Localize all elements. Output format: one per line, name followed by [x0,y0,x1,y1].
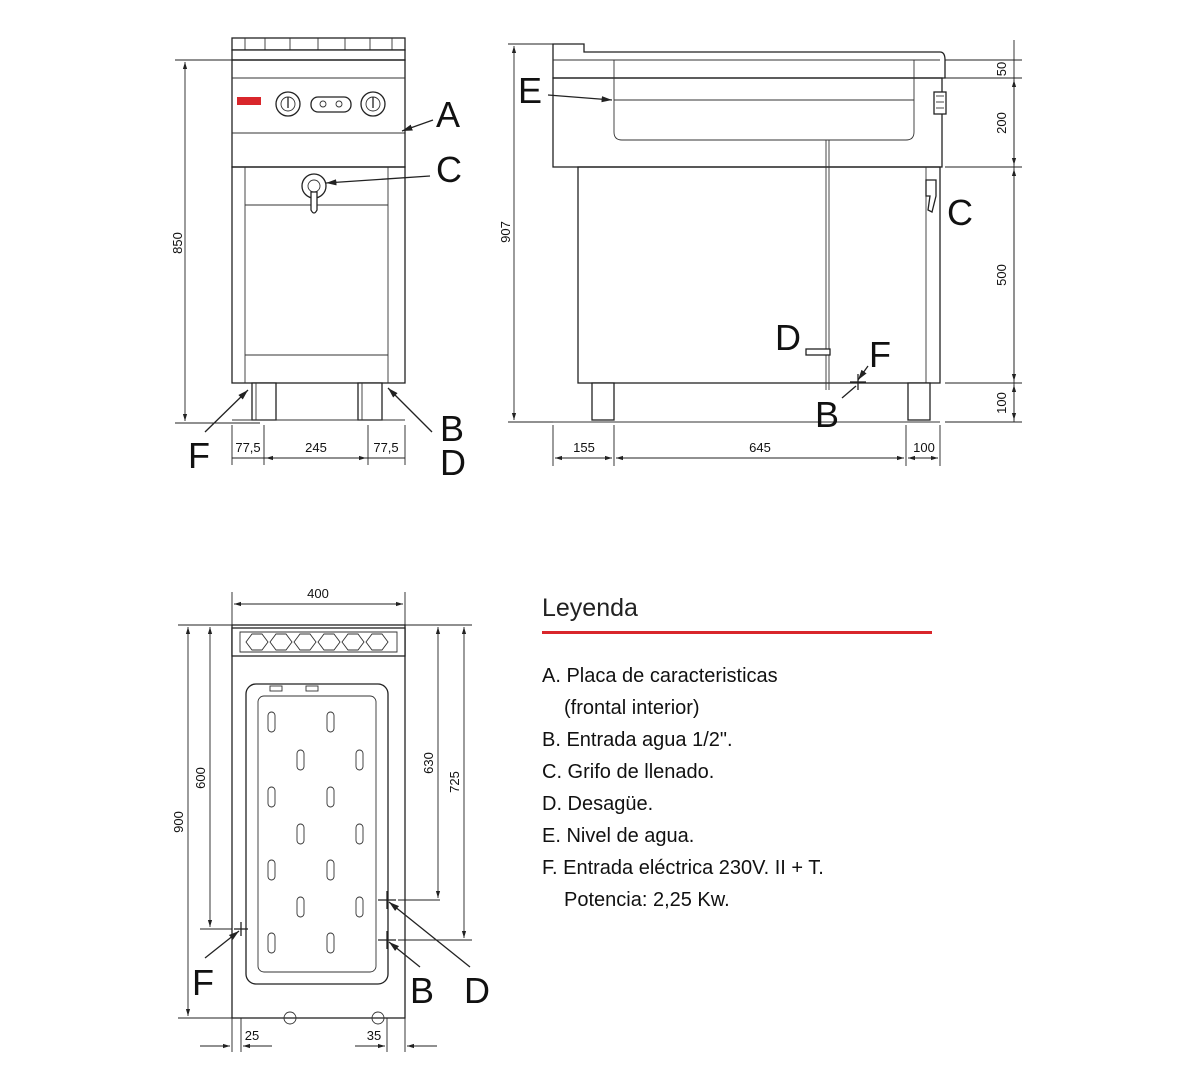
dim-side-height: 907 [498,221,513,243]
brand-logo [237,97,261,105]
dim-top-depth-f: 600 [193,767,208,789]
label-C-side: C [947,192,973,233]
legend-item-a-detail: (frontal interior) [564,697,700,719]
dim-side-top: 50 [994,62,1009,76]
label-F-top: F [192,962,214,1003]
dim-side-bottom: 100 [994,392,1009,414]
basin-slots [267,711,364,954]
top-view: 400 900 600 630 725 25 35 F B D [171,586,490,1052]
dim-front-center: 245 [305,440,327,455]
dim-side-upper: 200 [994,112,1009,134]
label-F-front: F [188,435,210,476]
legend-title: Leyenda [542,594,638,622]
label-D-top: D [464,970,490,1011]
dim-top-offset-f: 25 [245,1028,259,1043]
legend-item-a: A. Placa de caracteristicas [542,665,778,687]
side-view: 907 50 200 500 100 155 645 100 E C [498,40,1022,466]
label-B-front: B [440,408,464,449]
label-A-front: A [436,94,460,135]
dim-top-depth-d: 630 [421,752,436,774]
dim-top-width: 400 [307,586,329,601]
dim-front-left: 77,5 [235,440,260,455]
dim-front-height: 850 [170,232,185,254]
label-B-top: B [410,970,434,1011]
dim-top-total-depth: 900 [171,811,186,833]
label-B-side: B [815,394,839,435]
front-view: 850 77,5 245 77,5 A C F B D [170,37,466,483]
legend-item-f-detail: Potencia: 2,25 Kw. [564,889,730,911]
dim-top-offset-b: 35 [367,1028,381,1043]
label-E-side: E [518,70,542,111]
legend-item-b: B. Entrada agua 1/2". [542,729,733,751]
legend-divider [542,631,932,634]
legend-item-e: E. Nivel de agua. [542,825,695,847]
dim-front-right: 77,5 [373,440,398,455]
legend-item-f: F. Entrada eléctrica 230V. II + T. [542,857,824,879]
legend: Leyenda A. Placa de caracteristicas (fro… [542,594,942,916]
dim-side-rear: 155 [573,440,595,455]
legend-item-c: C. Grifo de llenado. [542,761,715,783]
dim-side-front: 100 [913,440,935,455]
label-F-side: F [869,334,891,375]
label-C-front: C [436,149,462,190]
legend-item-d: D. Desagüe. [542,793,654,815]
dim-side-middle: 500 [994,264,1009,286]
label-D-front: D [440,442,466,483]
label-D-side: D [775,317,801,358]
dim-side-depth: 645 [749,440,771,455]
dim-top-depth-b: 725 [447,771,462,793]
